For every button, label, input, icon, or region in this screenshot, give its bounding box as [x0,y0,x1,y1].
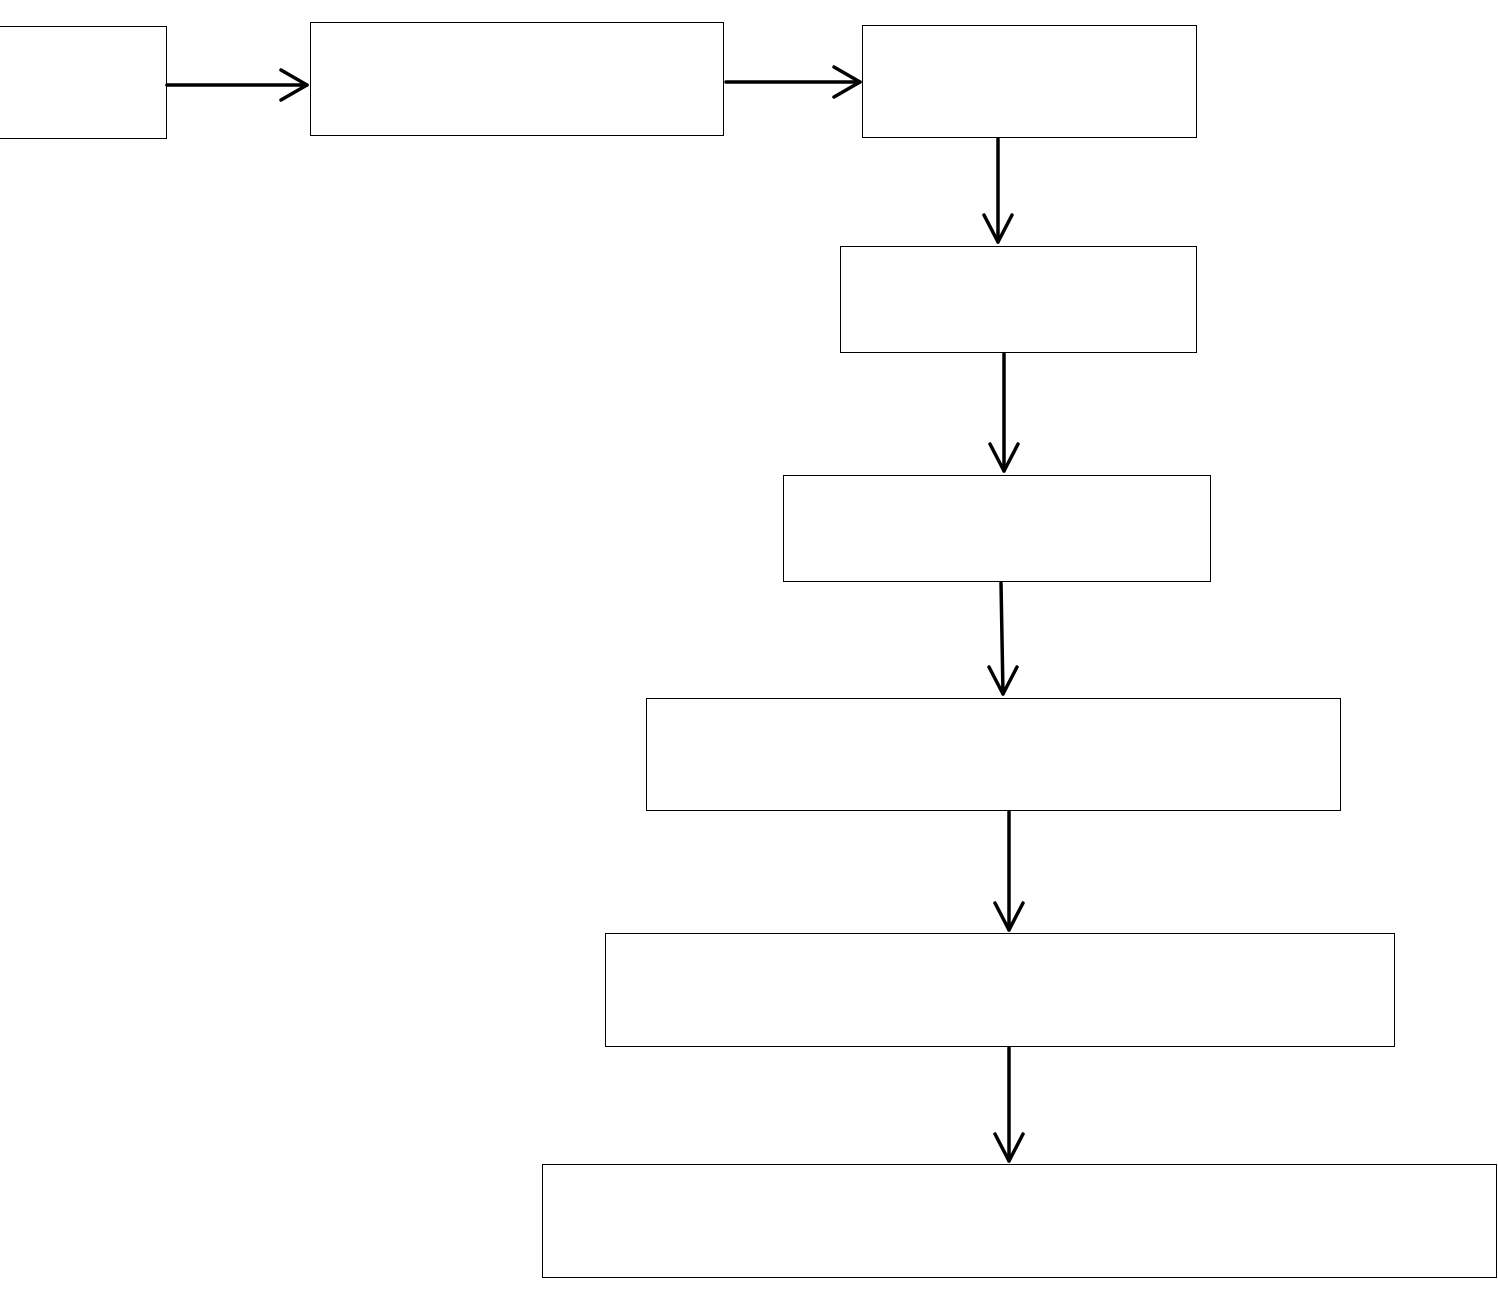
flowchart-step-4-box [840,246,1197,353]
flowchart-step-5-box [783,475,1211,582]
flowchart-step-8-box [542,1164,1497,1278]
arrow-step-2-to-3 [724,65,862,99]
flowchart-step-2-box [310,22,724,136]
arrow-step-7-to-8 [993,1046,1025,1163]
arrow-step-6-to-7 [993,810,1025,932]
flowchart-step-7-box [605,933,1395,1047]
arrow-step-5-to-6 [987,581,1019,696]
flowchart-step-3-box [862,25,1197,138]
flowchart-step-1-box [0,26,167,139]
arrow-step-3-to-4 [982,137,1014,244]
arrow-step-1-to-2 [165,68,309,102]
arrow-step-4-to-5 [988,352,1020,473]
flowchart-step-6-box [646,698,1341,811]
